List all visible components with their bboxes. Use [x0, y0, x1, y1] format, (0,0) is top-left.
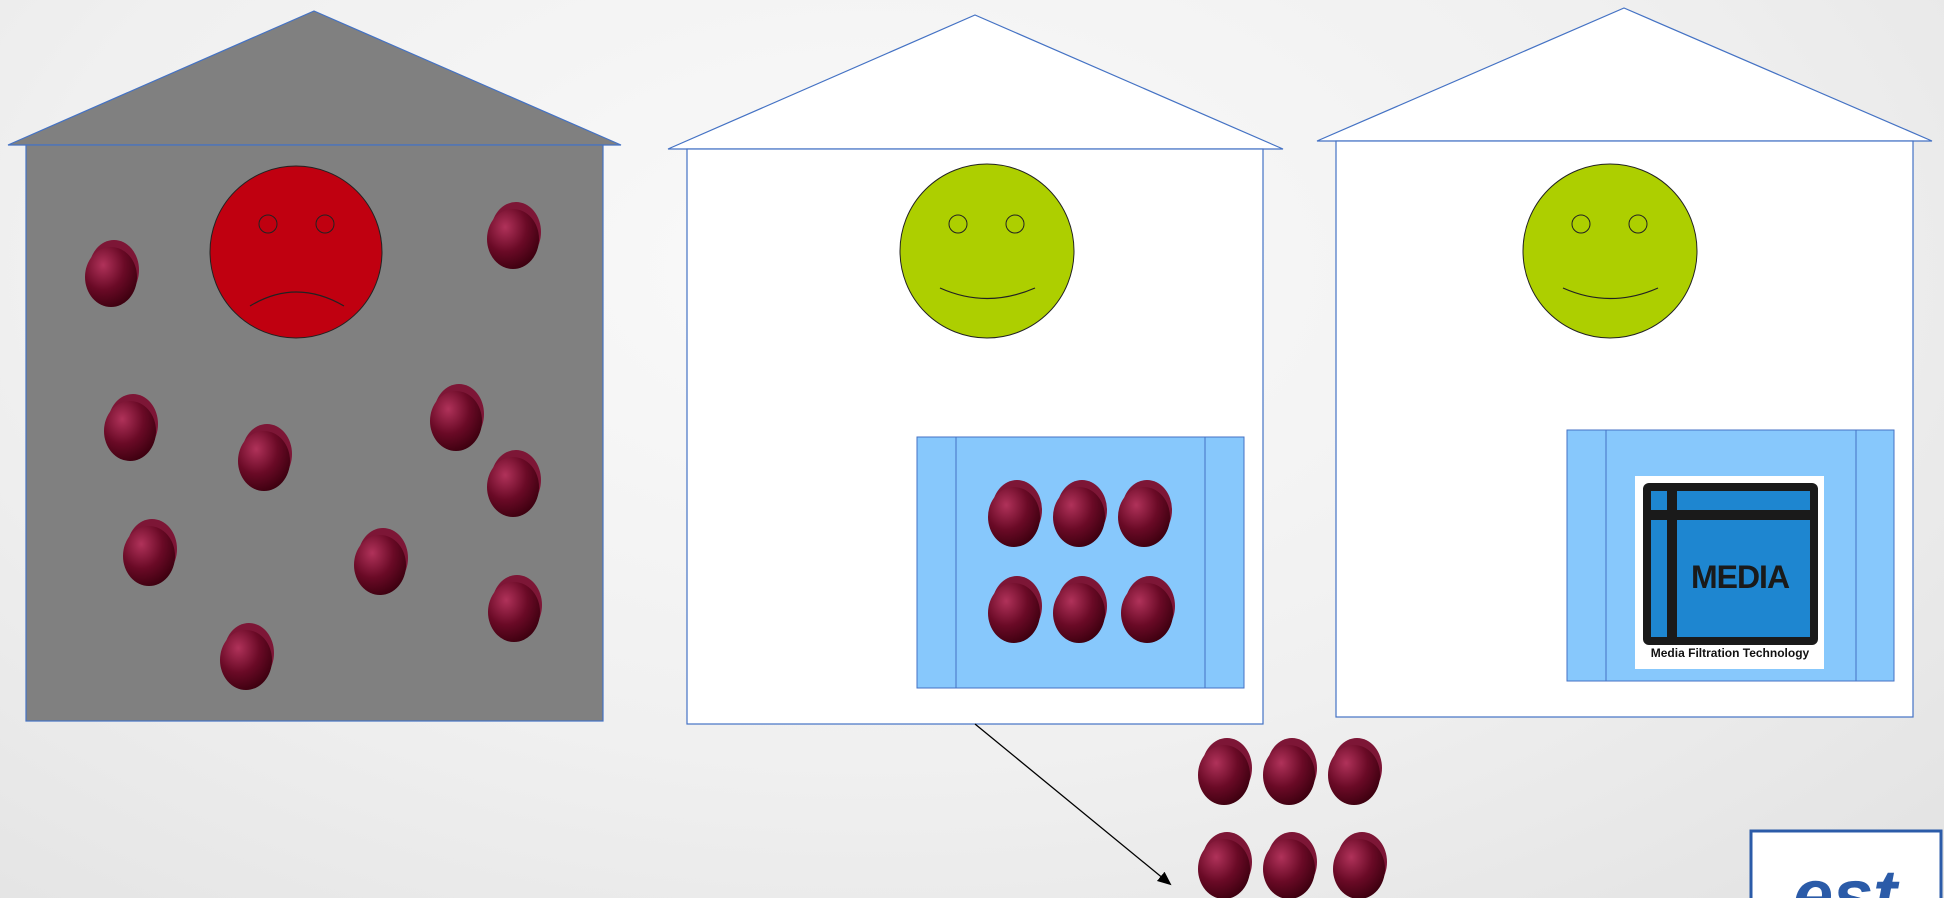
particle-icon [488, 575, 542, 642]
particle-icon [1263, 738, 1317, 805]
air-filter [916, 436, 1245, 689]
media-logo-word: MEDIA [1691, 559, 1790, 595]
media-logo-caption: Media Filtration Technology [1651, 646, 1810, 660]
particle-icon [1263, 832, 1317, 898]
happy-face-icon [899, 163, 1075, 339]
captured-particles [988, 480, 1175, 643]
sad-face-icon [209, 165, 383, 339]
particle-icon [1328, 738, 1382, 805]
flow-arrow [974, 723, 1172, 886]
particle-icon [354, 528, 408, 595]
house-roof [667, 14, 1284, 150]
particle-icon [487, 450, 541, 517]
corner-logo: est [1749, 829, 1943, 898]
particle-icon [1333, 832, 1387, 898]
particle-icon [85, 240, 139, 307]
particle-icon [988, 576, 1042, 643]
particle-icon [487, 202, 541, 269]
particle-icon [430, 384, 484, 451]
media-house: MEDIA Media Filtration Technology [1316, 7, 1933, 718]
particle-icon [220, 623, 274, 690]
particle-icon [1053, 480, 1107, 547]
house-roof [1316, 7, 1933, 142]
media-logo: MEDIA Media Filtration Technology [1635, 476, 1824, 669]
particle-icon [104, 394, 158, 461]
particle-icon [1198, 832, 1252, 898]
particle-icon [123, 519, 177, 586]
particle-icon [1198, 738, 1252, 805]
corner-logo-text: est [1793, 856, 1900, 898]
particle-icon [1121, 576, 1175, 643]
happy-face-icon [1522, 163, 1698, 339]
filter-house [667, 14, 1284, 725]
particle-icon [1053, 576, 1107, 643]
pollutant-particles [85, 202, 542, 690]
media-filter: MEDIA Media Filtration Technology [1566, 429, 1895, 682]
particle-icon [988, 480, 1042, 547]
removed-particles [1198, 738, 1387, 898]
particle-icon [1118, 480, 1172, 547]
polluted-house [7, 10, 622, 722]
house-roof [7, 10, 622, 146]
particle-icon [238, 424, 292, 491]
